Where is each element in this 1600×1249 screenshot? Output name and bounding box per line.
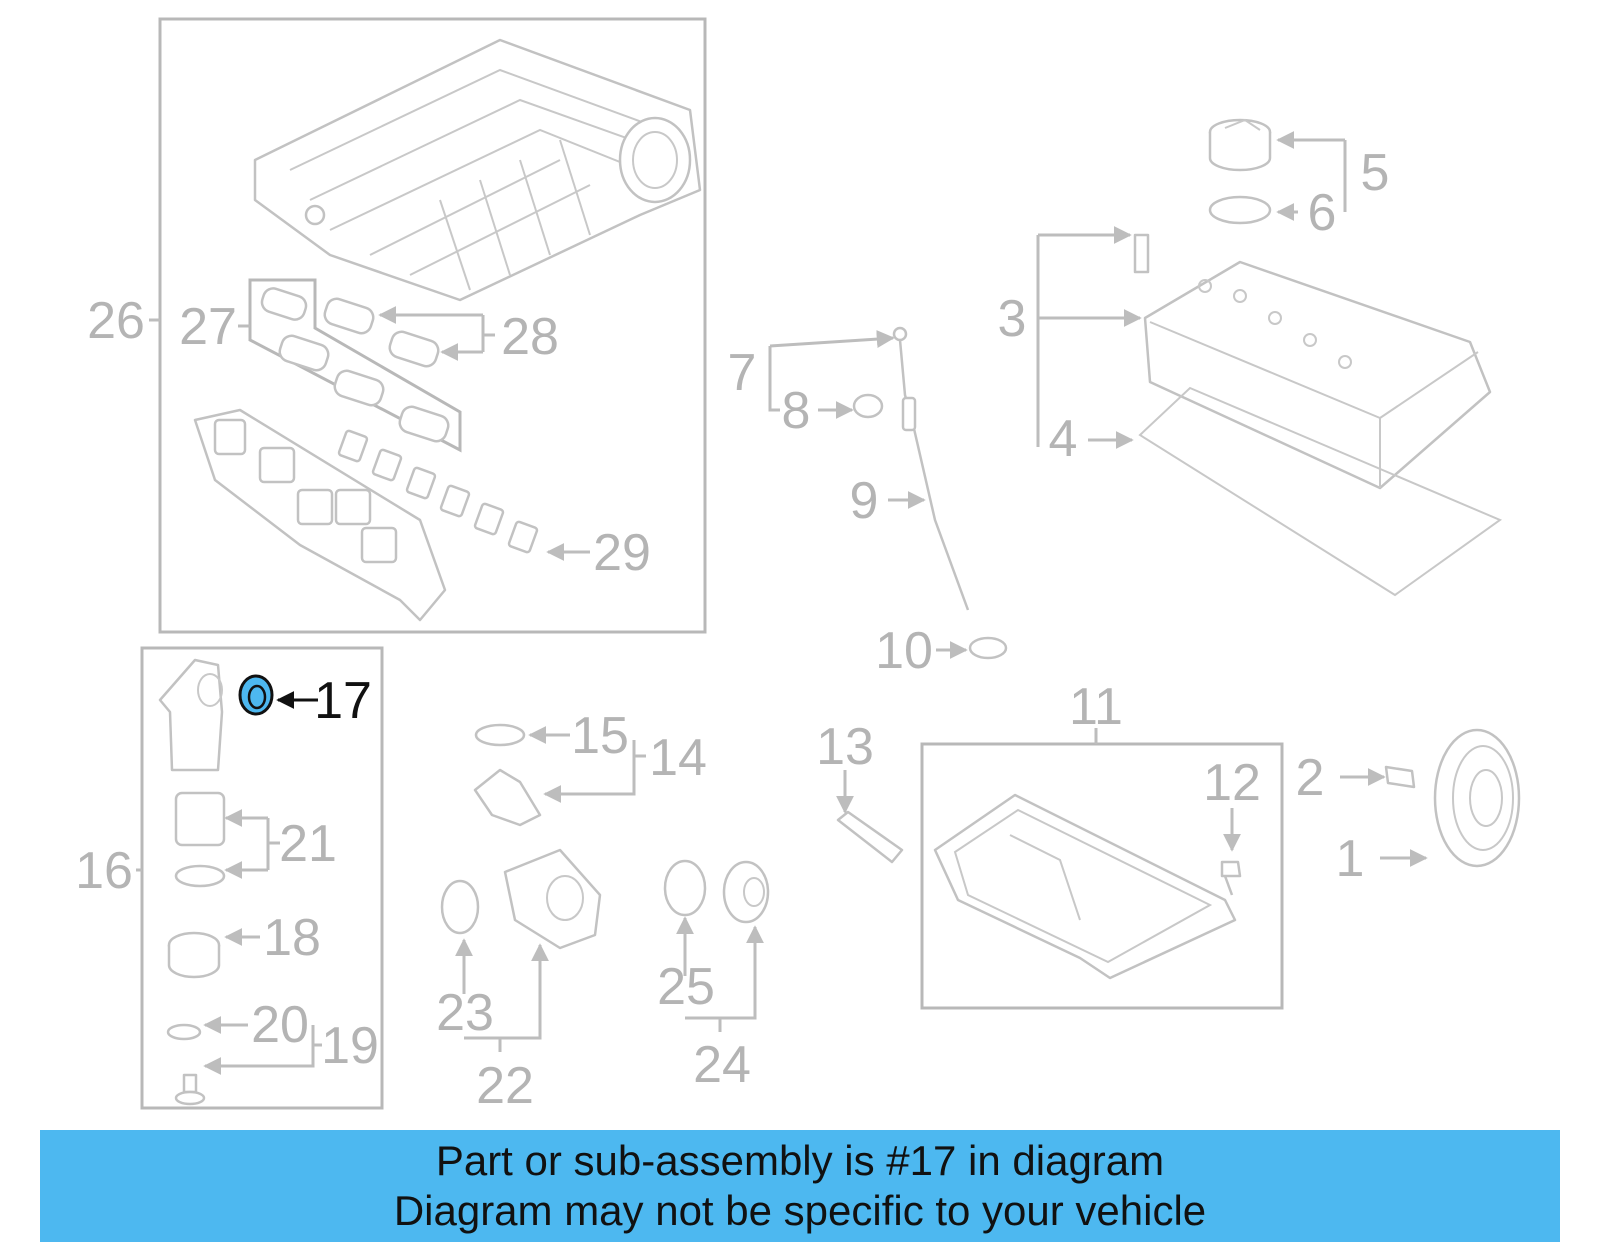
callout-10[interactable]: 10 xyxy=(875,622,933,680)
callout-29[interactable]: 29 xyxy=(593,524,651,582)
center-parts-illustration xyxy=(440,723,770,950)
callout-27[interactable]: 27 xyxy=(179,298,237,356)
callout-3[interactable]: 3 xyxy=(998,290,1027,348)
banner-line-2: Diagram may not be specific to your vehi… xyxy=(393,1187,1207,1234)
callout-26[interactable]: 26 xyxy=(87,292,145,350)
callout-25[interactable]: 25 xyxy=(657,958,715,1016)
part-17-seal-icon[interactable] xyxy=(238,674,274,716)
callout-23[interactable]: 23 xyxy=(436,984,494,1042)
info-banner: Part or sub-assembly is #17 in diagram D… xyxy=(40,1130,1560,1242)
callout-19[interactable]: 19 xyxy=(321,1017,379,1075)
callout-11[interactable]: 11 xyxy=(1069,678,1123,736)
oil-filter-parts-illustration xyxy=(158,658,226,1106)
callout-22[interactable]: 22 xyxy=(476,1057,534,1115)
callout-20[interactable]: 20 xyxy=(251,996,309,1054)
dipstick-illustration xyxy=(852,326,1008,660)
gasket-set-illustration xyxy=(248,278,462,453)
callout-14[interactable]: 14 xyxy=(649,729,707,787)
callout-17[interactable]: 17 xyxy=(314,672,372,730)
oil-pan-group-box xyxy=(920,742,1284,1010)
callout-4[interactable]: 4 xyxy=(1049,410,1078,468)
callout-24[interactable]: 24 xyxy=(693,1036,751,1094)
callout-18[interactable]: 18 xyxy=(263,909,321,967)
intake-manifold-illustration xyxy=(253,38,702,302)
intake-manifold-group-box xyxy=(158,17,707,634)
lower-intake-illustration xyxy=(193,408,539,622)
callout-2[interactable]: 2 xyxy=(1296,749,1325,807)
callout-13[interactable]: 13 xyxy=(816,718,874,776)
callout-labels: 1 2 3 4 5 6 7 8 9 10 11 12 13 14 15 16 1… xyxy=(75,144,1389,1115)
callout-28[interactable]: 28 xyxy=(501,308,559,366)
callout-12[interactable]: 12 xyxy=(1203,754,1261,812)
oil-cap-illustration xyxy=(1208,118,1272,225)
oil-filter-group-box xyxy=(140,646,384,1110)
callout-15[interactable]: 15 xyxy=(571,707,629,765)
oil-pan-illustration xyxy=(836,793,1242,980)
callout-21[interactable]: 21 xyxy=(279,815,337,873)
callout-5[interactable]: 5 xyxy=(1361,144,1390,202)
callout-1[interactable]: 1 xyxy=(1336,830,1365,888)
valve-cover-illustration xyxy=(1133,233,1503,597)
callout-7[interactable]: 7 xyxy=(728,344,757,402)
crank-pulley-illustration xyxy=(1384,728,1521,868)
callout-6[interactable]: 6 xyxy=(1308,184,1337,242)
callout-8[interactable]: 8 xyxy=(782,382,811,440)
callout-9[interactable]: 9 xyxy=(850,472,879,530)
leader-lines xyxy=(136,131,1428,1075)
banner-line-1: Part or sub-assembly is #17 in diagram xyxy=(435,1137,1165,1184)
callout-16[interactable]: 16 xyxy=(75,842,133,900)
